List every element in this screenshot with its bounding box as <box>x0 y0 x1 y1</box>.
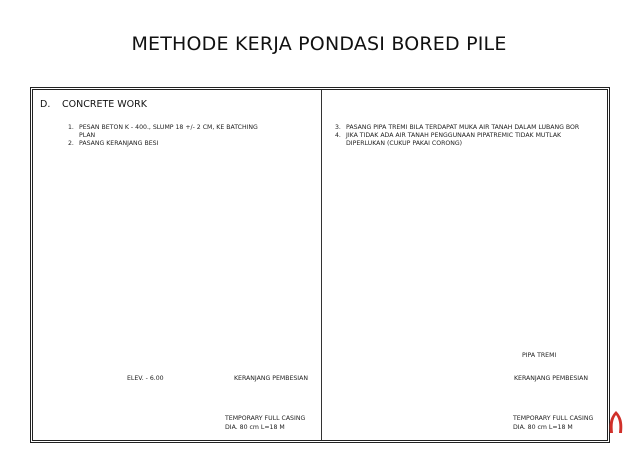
section-heading: D. CONCRETE WORK <box>40 99 147 110</box>
section-heading-text: CONCRETE WORK <box>62 99 147 110</box>
content-frame: D. CONCRETE WORK 1. PESAN BETON K - 400., … <box>30 87 610 443</box>
list-item: 1. PESAN BETON K - 400., SLUMP 18 +/- 2 C… <box>68 124 263 140</box>
rebar-cage-label-right: KERANJANG PEMBESIAN <box>514 375 588 382</box>
casing-label-right-line1: TEMPORARY FULL CASING <box>513 415 594 422</box>
casing-label-right-line2: DIA. 80 cm L=18 M <box>513 424 573 431</box>
elevation-label: ELEV. - 6.00 <box>127 375 164 382</box>
section-letter: D. <box>40 99 51 110</box>
panel-divider <box>321 90 322 440</box>
step-number: 1. <box>68 124 74 131</box>
left-steps-list: 1. PESAN BETON K - 400., SLUMP 18 +/- 2 C… <box>68 124 263 148</box>
list-item: 4. JIKA TIDAK ADA AIR TANAH PENGGUNAAN PI… <box>335 132 590 148</box>
step-text: JIKA TIDAK ADA AIR TANAH PENGGUNAAN PIPA… <box>346 132 562 147</box>
logo-icon <box>609 411 623 433</box>
page-title: METHODE KERJA PONDASI BORED PILE <box>131 33 507 55</box>
casing-label-left-line1: TEMPORARY FULL CASING <box>225 415 306 422</box>
casing-label-left-line2: DIA. 80 cm L=18 M <box>225 424 285 431</box>
step-text: PASANG PIPA TREMI BILA TERDAPAT MUKA AIR… <box>346 124 580 131</box>
step-number: 4. <box>335 132 341 139</box>
step-number: 3. <box>335 124 341 131</box>
step-text: PESAN BETON K - 400., SLUMP 18 +/- 2 CM,… <box>79 124 258 139</box>
rebar-cage-label-left: KERANJANG PEMBESIAN <box>234 375 308 382</box>
tremie-pipe-label: PIPA TREMI <box>522 352 557 359</box>
right-steps-list: 3. PASANG PIPA TREMI BILA TERDAPAT MUKA A… <box>335 124 590 148</box>
step-number: 2. <box>68 140 74 147</box>
list-item: 3. PASANG PIPA TREMI BILA TERDAPAT MUKA A… <box>335 124 590 132</box>
list-item: 2. PASANG KERANJANG BESI <box>68 140 263 148</box>
step-text: PASANG KERANJANG BESI <box>79 140 159 147</box>
